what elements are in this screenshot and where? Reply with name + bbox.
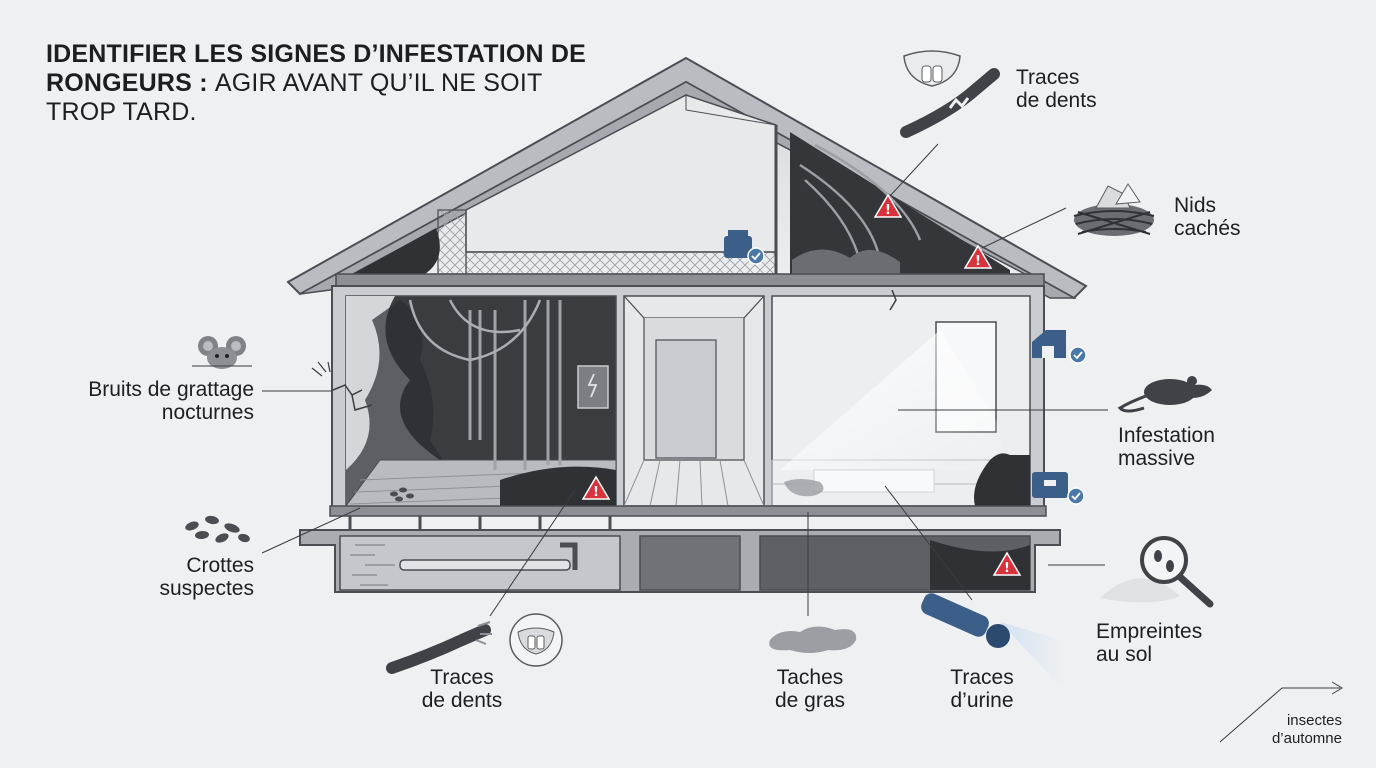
teeth-icon	[903, 50, 961, 87]
mouse-head-icon	[192, 336, 252, 369]
bait-station-check-icons	[724, 230, 1087, 505]
label-traces-dents-bottom: Traces de dents	[421, 666, 503, 712]
title-bold-part: IDENTIFIER LES SIGNES D’INFESTATION DE R…	[46, 40, 587, 97]
gnawed-cable-icon-bottom	[386, 621, 492, 674]
scratch-mark-icon	[311, 361, 331, 377]
roof	[286, 56, 1088, 300]
page-title: IDENTIFIER LES SIGNES D’INFESTATION DE R…	[46, 40, 606, 127]
leader-lines	[261, 143, 1343, 743]
rat-icon	[1117, 376, 1212, 413]
warning-icons: ! ! ! !	[581, 193, 1022, 576]
magnifier-footprint-icon	[1100, 536, 1214, 608]
label-nids-caches: Nids cachés	[1174, 194, 1241, 240]
svg-text:!: !	[593, 485, 599, 500]
label-taches-gras: Taches de gras	[774, 666, 846, 712]
gnawed-cable-icon	[900, 68, 1000, 138]
grease-stain-icon	[769, 479, 857, 653]
house-body	[329, 285, 1047, 530]
svg-text:!: !	[975, 254, 981, 269]
droppings-icon	[185, 515, 250, 543]
label-insectes-automne: insectes d’automne	[1271, 712, 1342, 747]
label-traces-urine: Traces d’urine	[950, 666, 1014, 712]
nest-icon	[1073, 183, 1155, 236]
droppings-on-floor	[390, 487, 414, 502]
label-empreintes-sol: Empreintes au sol	[1096, 620, 1203, 666]
label-crottes-suspectes: Crottes suspectes	[159, 554, 254, 600]
title-light-part: AGIR AVANT QU’IL NE SOIT TROP TARD.	[46, 69, 542, 126]
teeth-icon-bottom	[509, 613, 563, 667]
label-bruits-grattage: Bruits de grattage nocturnes	[88, 378, 254, 424]
svg-text:!: !	[1004, 561, 1010, 576]
label-infestation-massive: Infestation massive	[1118, 424, 1215, 470]
foundation	[299, 529, 1061, 593]
svg-text:!: !	[885, 203, 891, 218]
flashlight-icon	[921, 593, 1062, 688]
label-traces-dents-top: Traces de dents	[1016, 66, 1097, 112]
